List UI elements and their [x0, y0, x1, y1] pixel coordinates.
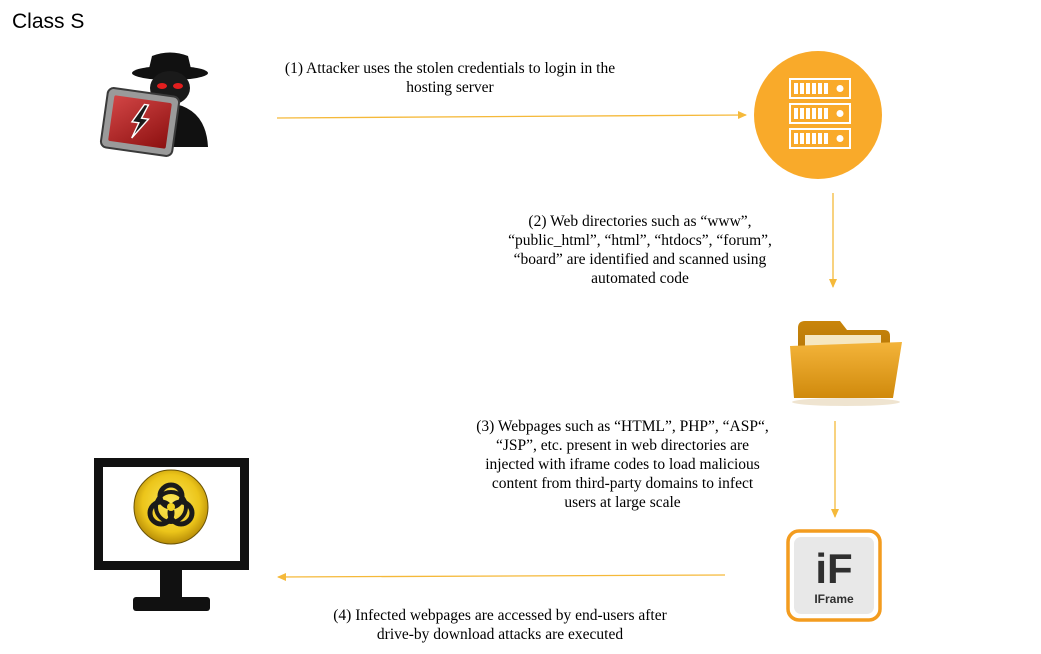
step-4-caption: (4) Infected webpages are accessed by en… — [300, 606, 700, 644]
step-4-line-2: drive-by download attacks are executed — [376, 626, 624, 643]
step-4-line-1: (4) Infected webpages are accessed by en… — [333, 607, 667, 624]
arrow-attacker-to-server — [276, 111, 747, 120]
infected-monitor-icon — [94, 458, 249, 611]
iframe-caption: IFrame — [814, 592, 854, 606]
step-3-caption: (3) Webpages such as “HTML”, PHP”, “ASP“… — [450, 417, 795, 512]
step-3-line-2: “JSP”, etc. present in web directories a… — [495, 437, 750, 454]
server-icon — [754, 51, 882, 179]
step-2-line-2: “public_html”, “html”, “htdocs”, “forum”… — [508, 232, 772, 249]
biohazard-icon — [133, 469, 209, 545]
step-2-caption: (2) Web directories such as “www”, “publ… — [470, 212, 810, 288]
step-3-line-5: users at large scale — [564, 494, 681, 511]
step-1-caption: (1) Attacker uses the stolen credentials… — [250, 59, 650, 97]
step-2-line-4: automated code — [591, 270, 689, 287]
step-2-line-1: (2) Web directories such as “www”, — [528, 213, 752, 230]
iframe-logo-text: iF — [815, 545, 852, 592]
step-3-line-3: injected with iframe codes to load malic… — [485, 456, 760, 473]
step-2-line-3: “board” are identified and scanned using — [513, 251, 767, 268]
hacker-icon — [99, 52, 208, 157]
step-1-line-1: (1) Attacker uses the stolen credentials… — [284, 60, 616, 77]
step-3-line-4: content from third-party domains to infe… — [491, 475, 754, 492]
step-1-line-2: hosting server — [406, 79, 494, 96]
step-3-line-1: (3) Webpages such as “HTML”, PHP”, “ASP“… — [476, 418, 769, 435]
arrow-iframe-to-monitor — [277, 572, 726, 581]
folder-icon — [790, 321, 902, 406]
diagram-title: Class S — [12, 10, 85, 33]
iframe-icon: iF IFrame — [786, 529, 882, 622]
